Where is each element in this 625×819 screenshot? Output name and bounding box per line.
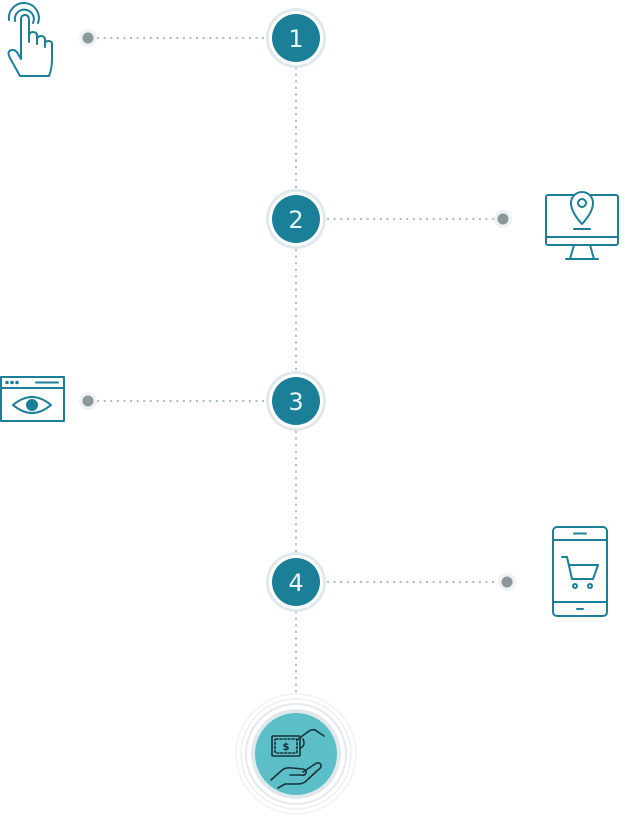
step-1: 1: [7, 1, 326, 77]
step-4-number: 4: [288, 569, 303, 597]
step-3-number: 3: [288, 388, 303, 416]
final-step: $: [235, 693, 357, 815]
monitor-location-pin-icon: [545, 191, 619, 260]
final-step-outer-ring-1: [245, 703, 347, 805]
browser-eye-icon: [0, 376, 65, 422]
step-4: 4: [266, 526, 608, 617]
hand-payment-dollar-icon: $: [270, 728, 325, 789]
step-1-number: 1: [288, 25, 303, 53]
final-step-outer-ring-3: [235, 693, 357, 815]
mobile-shopping-cart-icon: [552, 526, 608, 617]
step-2-number: 2: [288, 206, 303, 234]
svg-text:$: $: [283, 742, 290, 753]
final-step-outer-ring-2: [240, 698, 352, 810]
step-2: 2: [266, 189, 619, 260]
step-3: 3: [0, 371, 326, 431]
tap-finger-icon: [7, 1, 53, 77]
